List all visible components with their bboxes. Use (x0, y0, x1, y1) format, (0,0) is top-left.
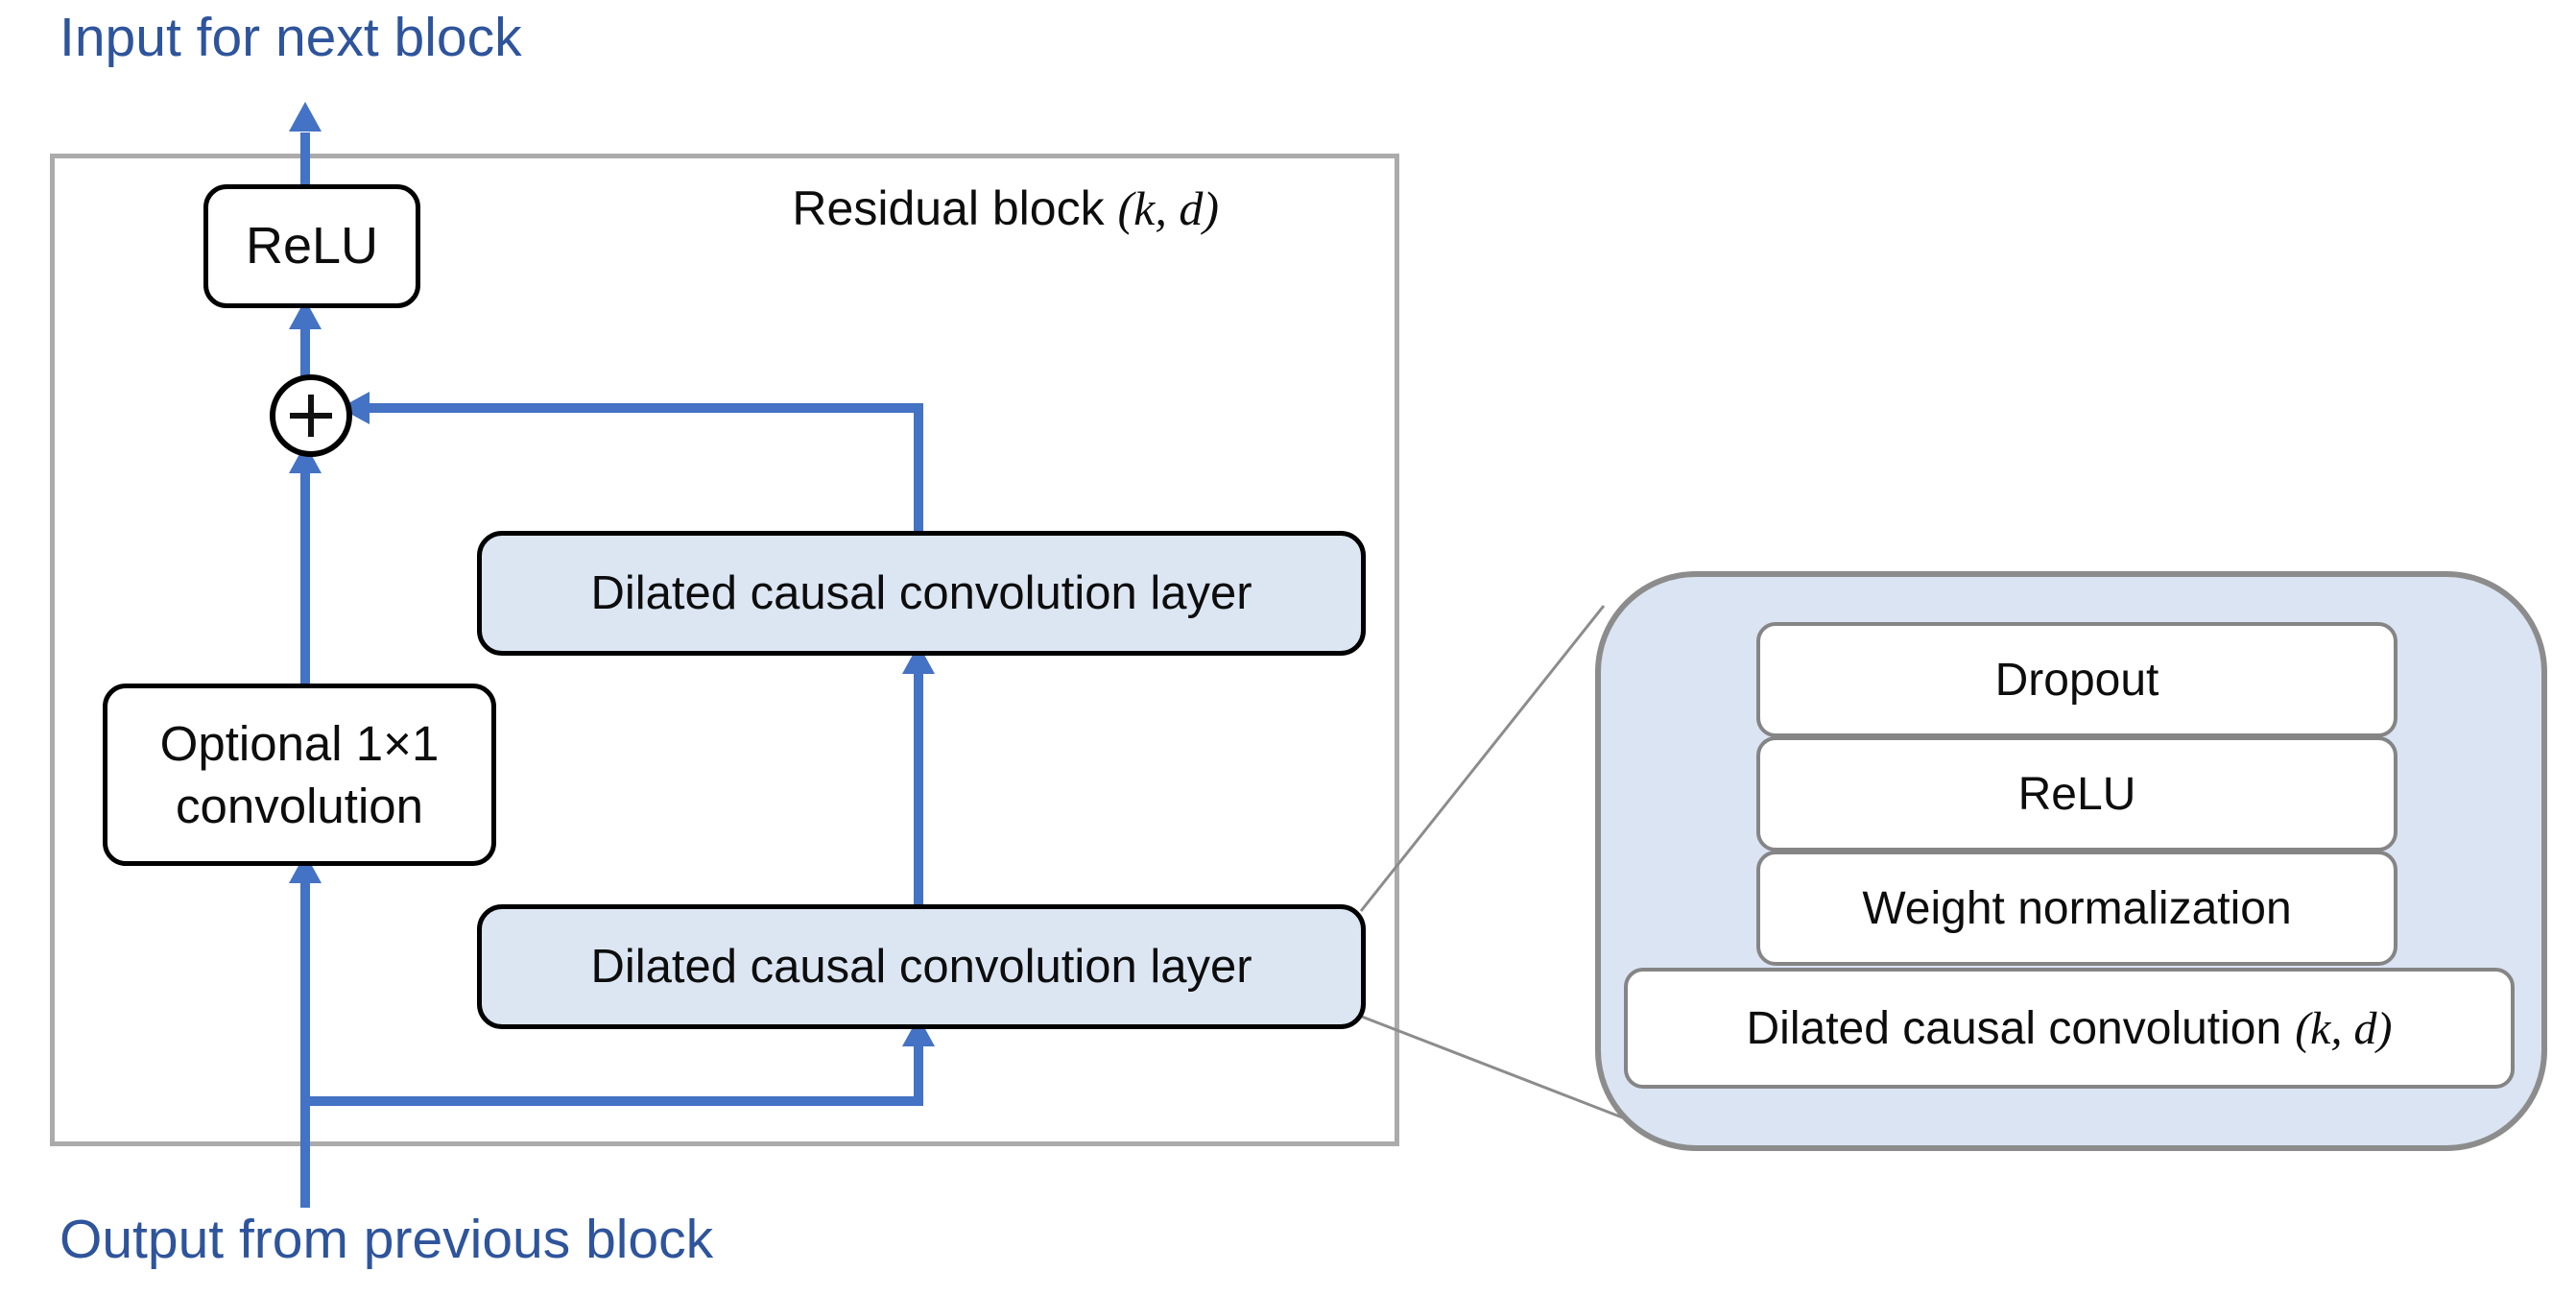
sum-node (270, 374, 352, 457)
residual-block-title-text: Residual block (792, 181, 1105, 235)
arrow-optional-to-sum-line (300, 472, 310, 685)
detail-row-dilated-conv: Dilated causal convolution (k, d) (1624, 968, 2515, 1089)
branch-vertical-line (914, 1044, 923, 1106)
detail-row-weight-normalization: Weight normalization (1756, 851, 2397, 966)
arrow-to-next-block-line (300, 132, 310, 186)
optional-conv-label: Optional 1×1 convolution (160, 712, 440, 838)
skip-elbow-vertical-line (914, 403, 923, 533)
input-trunk-line (300, 881, 310, 1208)
skip-elbow-horizontal-line (367, 403, 923, 413)
detail-row-dilated-conv-params: (k, d) (2295, 1002, 2393, 1054)
branch-horizontal-line (300, 1096, 923, 1106)
optional-conv-line2: convolution (175, 779, 423, 833)
zoom-indicator-line-bottom (1361, 1015, 1631, 1122)
dilated-conv-layer-top: Dilated causal convolution layer (477, 531, 1366, 656)
top-caption: Input for next block (60, 7, 522, 68)
dilated-conv-layer-bottom: Dilated causal convolution layer (477, 904, 1366, 1029)
relu-node: ReLU (203, 184, 420, 308)
plus-icon (308, 395, 314, 437)
bottom-caption: Output from previous block (60, 1209, 714, 1270)
arrow-sum-to-relu-line (300, 324, 310, 376)
detail-row-relu: ReLU (1756, 736, 2397, 852)
residual-block-title-params: (k, d) (1117, 181, 1220, 235)
residual-block-title: Residual block (k, d) (729, 180, 1219, 236)
detail-row-dropout: Dropout (1756, 622, 2397, 737)
detail-row-dilated-conv-text: Dilated causal convolution (1746, 1002, 2282, 1054)
optional-conv-line1: Optional 1×1 (159, 715, 440, 771)
optional-conv-node: Optional 1×1 convolution (103, 684, 496, 866)
arrow-to-next-block-head (289, 102, 322, 132)
arrow-between-dilated-line (914, 672, 923, 904)
